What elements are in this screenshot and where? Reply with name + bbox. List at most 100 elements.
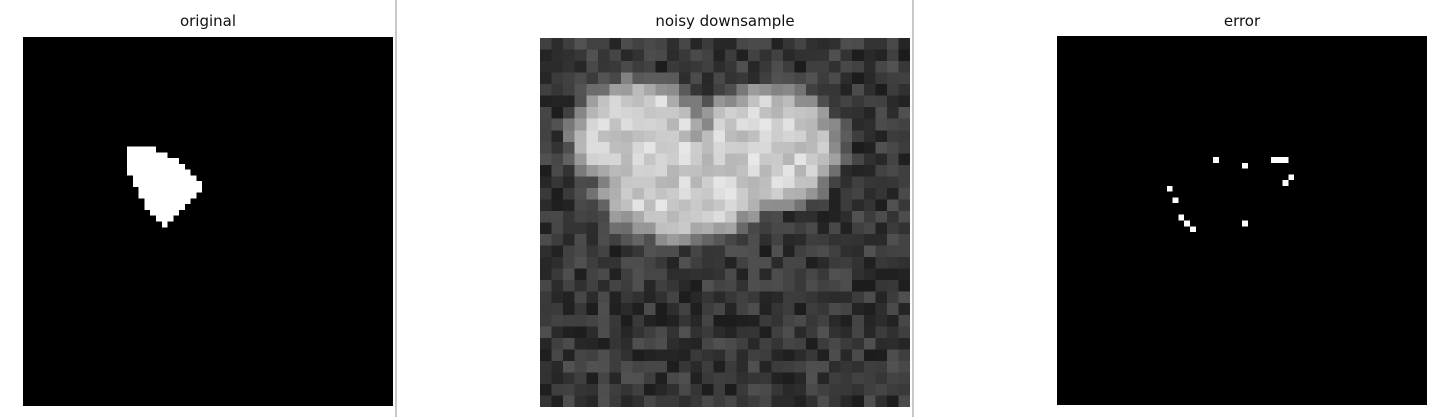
- panel-divider[interactable]: [395, 0, 397, 417]
- noisy-pixel: [852, 153, 864, 165]
- noisy-pixel: [736, 337, 749, 350]
- noisy-pixel: [875, 210, 887, 223]
- noisy-pixel: [563, 95, 575, 108]
- noisy-pixel: [609, 61, 621, 73]
- noisy-pixel: [875, 176, 887, 188]
- noisy-pixel: [817, 395, 830, 407]
- noisy-pixel: [771, 61, 783, 73]
- noisy-pixel: [609, 291, 621, 304]
- noisy-pixel: [736, 72, 749, 85]
- noisy-pixel: [886, 199, 899, 211]
- noisy-pixel: [574, 222, 587, 235]
- noisy-pixel: [563, 234, 575, 246]
- noisy-pixel: [655, 176, 668, 188]
- noisy-pixel: [540, 268, 552, 281]
- noisy-pixel: [725, 280, 737, 292]
- noisy-pixel: [701, 395, 714, 407]
- noisy-pixel: [667, 199, 679, 211]
- noisy-pixel: [863, 383, 876, 396]
- noisy-pixel: [886, 257, 899, 269]
- noisy-pixel: [644, 164, 656, 177]
- noisy-pixel: [725, 153, 737, 165]
- noisy-pixel: [655, 372, 668, 384]
- noisy-pixel: [782, 372, 795, 384]
- noisy-pixel: [725, 38, 737, 50]
- noisy-pixel: [597, 234, 610, 246]
- noisy-pixel: [678, 61, 691, 73]
- noisy-pixel: [852, 38, 864, 50]
- noisy-pixel: [632, 326, 645, 338]
- noisy-pixel: [748, 199, 760, 211]
- noisy-pixel: [817, 291, 830, 304]
- noisy-pixel: [632, 61, 645, 73]
- noisy-pixel: [829, 257, 841, 269]
- noisy-pixel: [644, 95, 656, 108]
- noisy-pixel: [771, 187, 783, 200]
- noisy-pixel: [725, 72, 737, 85]
- noisy-pixel: [574, 61, 587, 73]
- noisy-pixel: [574, 72, 587, 85]
- noisy-pixel: [563, 360, 575, 373]
- noisy-pixel: [551, 360, 564, 373]
- noisy-pixel: [540, 130, 552, 142]
- noisy-pixel: [725, 257, 737, 269]
- noisy-pixel: [736, 38, 749, 50]
- noisy-pixel: [597, 61, 610, 73]
- noisy-pixel: [759, 38, 772, 50]
- noisy-pixel: [540, 257, 552, 269]
- noisy-pixel: [551, 222, 564, 235]
- noisy-pixel: [852, 141, 864, 154]
- noisy-pixel: [759, 95, 772, 108]
- noisy-pixel: [644, 199, 656, 211]
- noisy-pixel: [748, 222, 760, 235]
- noisy-pixel: [563, 49, 575, 62]
- noisy-pixel: [759, 84, 772, 96]
- noisy-pixel: [551, 187, 564, 200]
- noisy-pixel: [597, 257, 610, 269]
- noisy-pixel: [794, 72, 806, 85]
- noisy-pixel: [725, 245, 737, 258]
- noisy-pixel: [701, 383, 714, 396]
- noisy-pixel: [759, 349, 772, 361]
- noisy-pixel: [678, 326, 691, 338]
- noisy-pixel: [574, 326, 587, 338]
- noisy-pixel: [898, 314, 910, 327]
- noisy-pixel: [620, 349, 633, 361]
- panel-divider[interactable]: [912, 0, 914, 417]
- noisy-pixel: [690, 38, 702, 50]
- noisy-pixel: [563, 268, 575, 281]
- noisy-pixel: [898, 84, 910, 96]
- noisy-pixel: [771, 49, 783, 62]
- noisy-pixel: [644, 372, 656, 384]
- noisy-pixel: [690, 141, 702, 154]
- noisy-pixel: [620, 245, 633, 258]
- noisy-pixel: [759, 268, 772, 281]
- noisy-pixel: [551, 314, 564, 327]
- noisy-pixel: [829, 49, 841, 62]
- noisy-pixel: [886, 118, 899, 131]
- noisy-pixel: [713, 164, 725, 177]
- noisy-pixel: [736, 199, 749, 211]
- error-pixel: [1270, 157, 1277, 163]
- noisy-pixel: [701, 303, 714, 315]
- noisy-pixel: [863, 245, 876, 258]
- noisy-pixel: [655, 49, 668, 62]
- noisy-pixel: [782, 107, 795, 119]
- noisy-pixel: [551, 349, 564, 361]
- noisy-pixel: [644, 280, 656, 292]
- noisy-pixel: [597, 383, 610, 396]
- noisy-pixel: [771, 38, 783, 50]
- noisy-pixel: [829, 95, 841, 108]
- noisy-pixel: [597, 360, 610, 373]
- noisy-pixel: [898, 326, 910, 338]
- noisy-pixel: [759, 176, 772, 188]
- noisy-pixel: [817, 360, 830, 373]
- noisy-pixel: [771, 268, 783, 281]
- noisy-pixel: [632, 164, 645, 177]
- noisy-pixel: [540, 395, 552, 407]
- noisy-pixel: [829, 187, 841, 200]
- noisy-pixel: [817, 199, 830, 211]
- noisy-pixel: [771, 84, 783, 96]
- noisy-pixel: [852, 326, 864, 338]
- noisy-pixel: [805, 326, 818, 338]
